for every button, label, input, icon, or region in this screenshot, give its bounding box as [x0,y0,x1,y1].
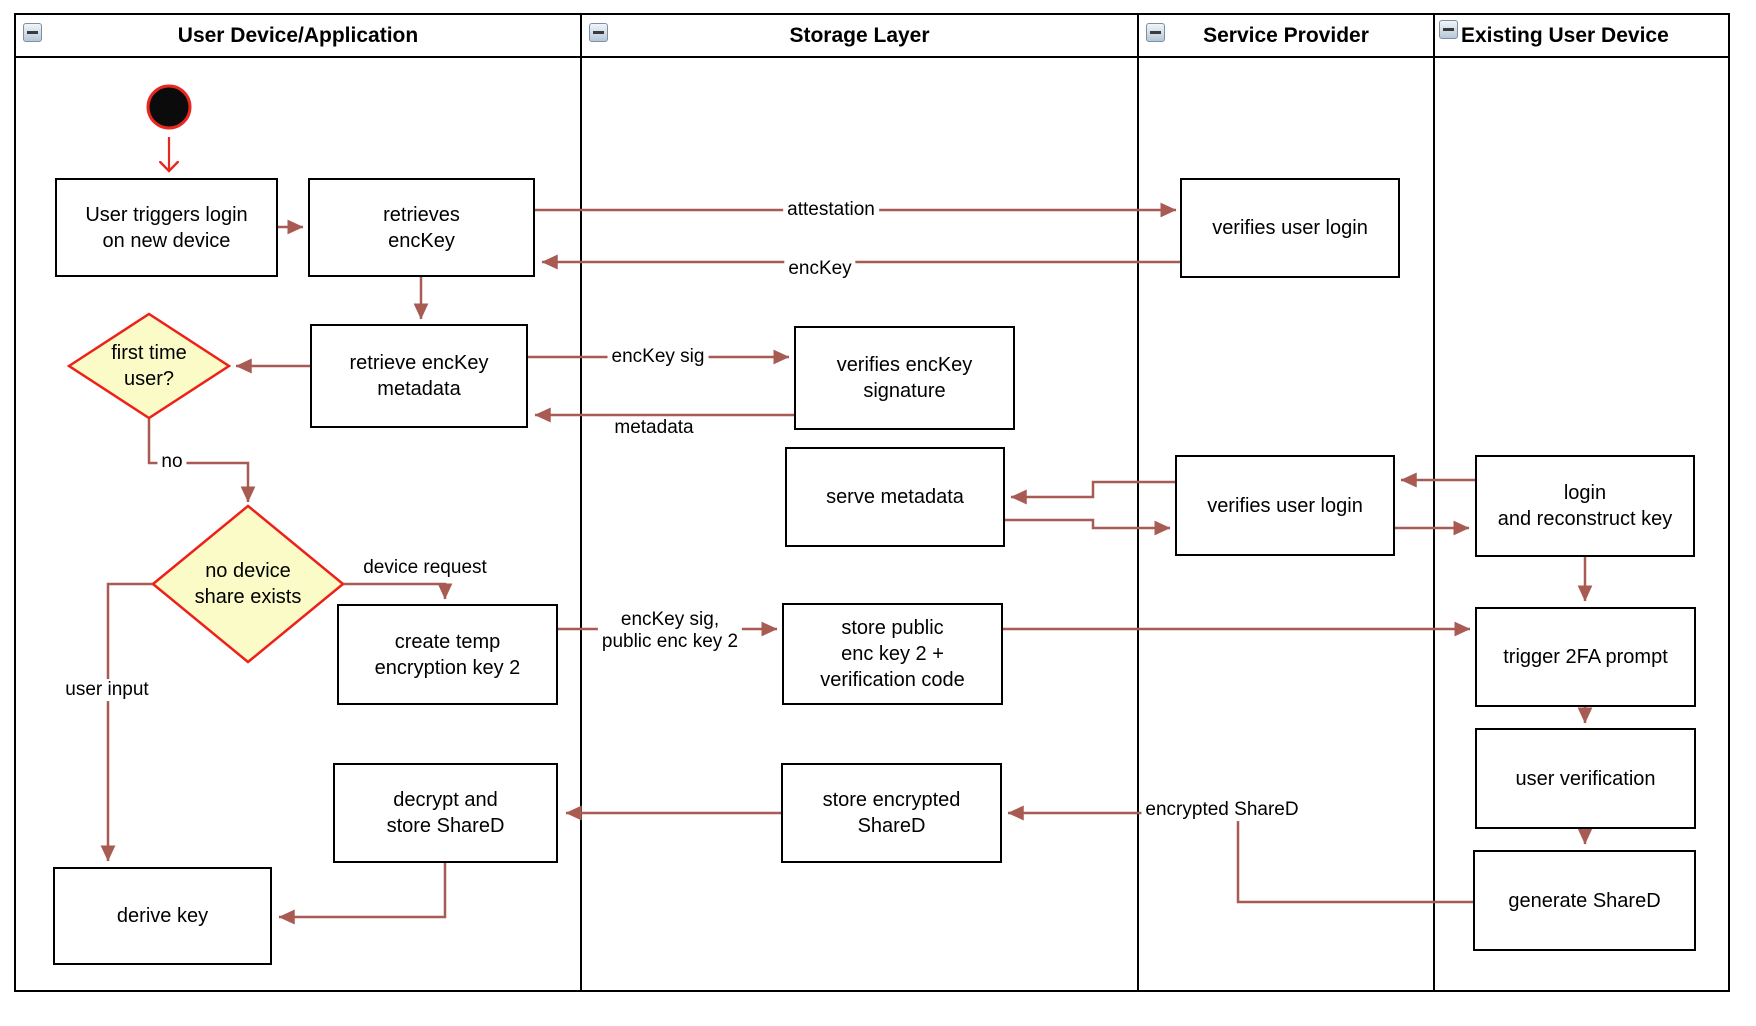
decision-first-time-user[interactable] [66,312,232,420]
edge-label-enckey: encKey [784,258,856,280]
decision-no-device-share[interactable] [151,504,345,664]
decision-label-first-time-user: first time user? [111,342,187,390]
node-retrieves-enckey[interactable]: retrieves encKey [308,178,535,277]
lane-header-storage-layer[interactable]: Storage Layer [581,14,1138,57]
node-serve-metadata[interactable]: serve metadata [785,447,1005,547]
edge-label-metadata: metadata [610,417,698,439]
collapse-icon[interactable] [1439,20,1458,39]
node-verifies-user-login-2[interactable]: verifies user login [1175,455,1395,556]
lane-header-user-device[interactable]: User Device/Application [15,14,581,57]
lane-title: Existing User Device [1461,23,1669,47]
lane-title: Storage Layer [789,23,930,47]
edge-label-enckey-sig-public: encKey sig, public enc key 2 [597,609,743,653]
collapse-icon[interactable] [1146,23,1165,42]
collapse-icon[interactable] [23,23,42,42]
edges [100,137,1593,925]
node-retrieve-enckey-metadata[interactable]: retrieve encKey metadata [310,324,528,428]
node-login-and-reconstruct-key[interactable]: login and reconstruct key [1475,455,1695,557]
node-verifies-enckey-signature[interactable]: verifies encKey signature [794,326,1015,430]
node-user-verification[interactable]: user verification [1475,728,1696,829]
lane-title: User Device/Application [177,23,419,47]
node-derive-key[interactable]: derive key [53,867,272,965]
lane-title: Service Provider [1203,23,1369,47]
node-verifies-user-login-1[interactable]: verifies user login [1180,178,1400,278]
edge-label-no: no [157,451,187,473]
node-user-triggers-login[interactable]: User triggers login on new device [55,178,278,277]
edge-label-device-request: device request [359,557,491,579]
lane-header-service-provider[interactable]: Service Provider [1138,14,1434,57]
node-decrypt-and-store-shared[interactable]: decrypt and store ShareD [333,763,558,863]
decision-label-no-device-share: no device share exists [194,560,302,608]
edge-label-user-input: user input [61,679,153,701]
node-create-temp-encryption-key-2[interactable]: create temp encryption key 2 [337,604,558,705]
node-trigger-2fa-prompt[interactable]: trigger 2FA prompt [1475,607,1696,707]
swimlane-frame [14,13,1730,992]
collapse-icon[interactable] [589,23,608,42]
node-store-encrypted-shared[interactable]: store encrypted ShareD [781,763,1002,863]
lane-header-existing-user-device[interactable]: Existing User Device [1434,14,1729,57]
edge-label-enckey-sig: encKey sig [607,346,709,368]
edge-label-encrypted-shared: encrypted ShareD [1141,799,1303,821]
edge-label-attestation: attestation [783,199,879,221]
node-store-public-enc-key-2[interactable]: store public enc key 2 + verification co… [782,603,1003,705]
node-generate-shared[interactable]: generate ShareD [1473,850,1696,951]
start-node[interactable] [146,84,192,130]
